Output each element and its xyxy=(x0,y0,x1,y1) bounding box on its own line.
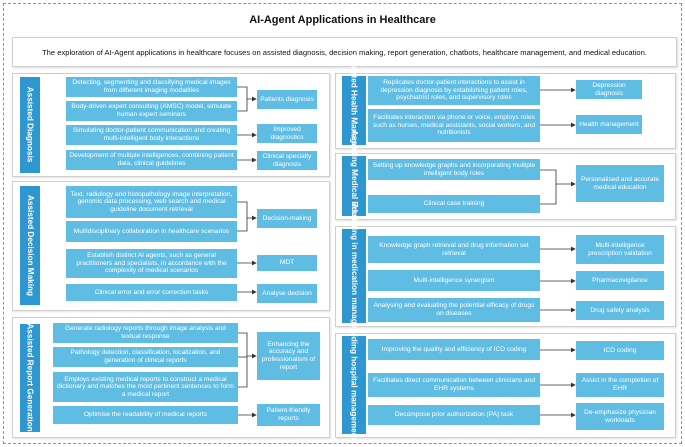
category-health-management: Assisted Health Management xyxy=(342,54,366,167)
item-diagnosis-1: Detecting, segmenting and classifying me… xyxy=(66,77,237,97)
item-report-4: Optimise the readability of medical repo… xyxy=(53,406,238,424)
item-report-3: Employs existing medical reports to cons… xyxy=(53,372,238,402)
result-enhancing-report: Enhancing the accuracy and professionali… xyxy=(257,332,320,380)
result-patient-friendly: Patient-friendly reports xyxy=(257,404,320,426)
category-medical-education: Assisting Medical Education xyxy=(342,130,366,242)
item-medication-3: Analysing and evaluating the potential e… xyxy=(368,298,540,322)
result-decision-making: Decision-making xyxy=(257,209,317,228)
item-health-2: Facilitates interaction via phone or voi… xyxy=(368,109,540,142)
item-hospital-3: Decompose prior authorization (PA) task xyxy=(368,405,540,425)
item-diagnosis-3: Simulating doctor-patient communication … xyxy=(66,125,237,145)
result-pharmacovigilance: Pharmacovigilance xyxy=(576,271,664,290)
item-diagnosis-4: Development of multiple intelligences, c… xyxy=(66,150,237,170)
result-icd-coding: ICD coding xyxy=(576,341,664,360)
item-medication-2: Multi-intelligence synergism xyxy=(368,270,540,291)
item-report-2: Pathology detection, classification, loc… xyxy=(53,347,238,367)
result-improved-diagnostics: Improved diagnostics xyxy=(257,124,317,143)
result-ehr-completion: Assist in the completion of EHR xyxy=(576,373,664,397)
result-personalised-education: Personalised and accurate medical educat… xyxy=(576,165,664,202)
item-health-1: Replicates doctor-patient interactions t… xyxy=(368,76,540,105)
result-physician-workloads: De-emphasize physician workloads xyxy=(576,403,664,430)
result-prescription-validation: Multi-intelligence prescription validati… xyxy=(576,235,664,264)
item-decision-2: Multidisciplinary collaboration in healt… xyxy=(66,221,237,242)
item-diagnosis-2: Body-driven expert consulting (AMSC) mod… xyxy=(66,101,237,121)
result-analyse-decision: Analyse decision xyxy=(257,284,317,303)
category-assisted-report: Assisted Report Generation xyxy=(20,324,40,432)
result-mdt: MDT xyxy=(257,255,317,271)
item-medication-1: Knowledge graph retrieval and drug infor… xyxy=(368,236,540,263)
category-hospital-management: Aiding hospital management xyxy=(342,329,366,441)
result-clinical-specialty: Clinical specialty diagnosis xyxy=(257,151,317,170)
category-assisted-decision: Assisted Decision Making xyxy=(20,186,40,305)
item-decision-1: Text, radiology and histopathology image… xyxy=(66,186,237,218)
item-hospital-2: Facilitates direct communication between… xyxy=(368,373,540,397)
item-hospital-1: Improving the quality and efficiency of … xyxy=(368,339,540,360)
item-education-2: Clinical case training xyxy=(368,195,540,213)
result-depression-diagnosis: Depression diagnosis xyxy=(576,80,642,99)
intro-text: The exploration of AI-Agent applications… xyxy=(12,37,677,67)
category-medication-management: Assisting in medication management xyxy=(342,204,366,348)
item-decision-4: Clinical error and error correction task… xyxy=(66,284,237,301)
diagram-frame xyxy=(3,3,682,444)
category-assisted-diagnosis: Assisted Diagnosis xyxy=(20,77,40,173)
item-report-1: Generate radiology reports through image… xyxy=(53,323,238,343)
result-patients-diagnosis: Patients diagnosis xyxy=(257,90,317,109)
item-education-1: Setting up knowledge graphs and incorpor… xyxy=(368,159,540,180)
result-health-management: Health management xyxy=(576,115,642,134)
diagram-title: AI-Agent Applications in Healthcare xyxy=(249,14,436,26)
result-drug-safety: Drug safety analysis xyxy=(576,301,664,320)
item-decision-3: Establish distinct AI agents, such as ge… xyxy=(66,249,237,278)
